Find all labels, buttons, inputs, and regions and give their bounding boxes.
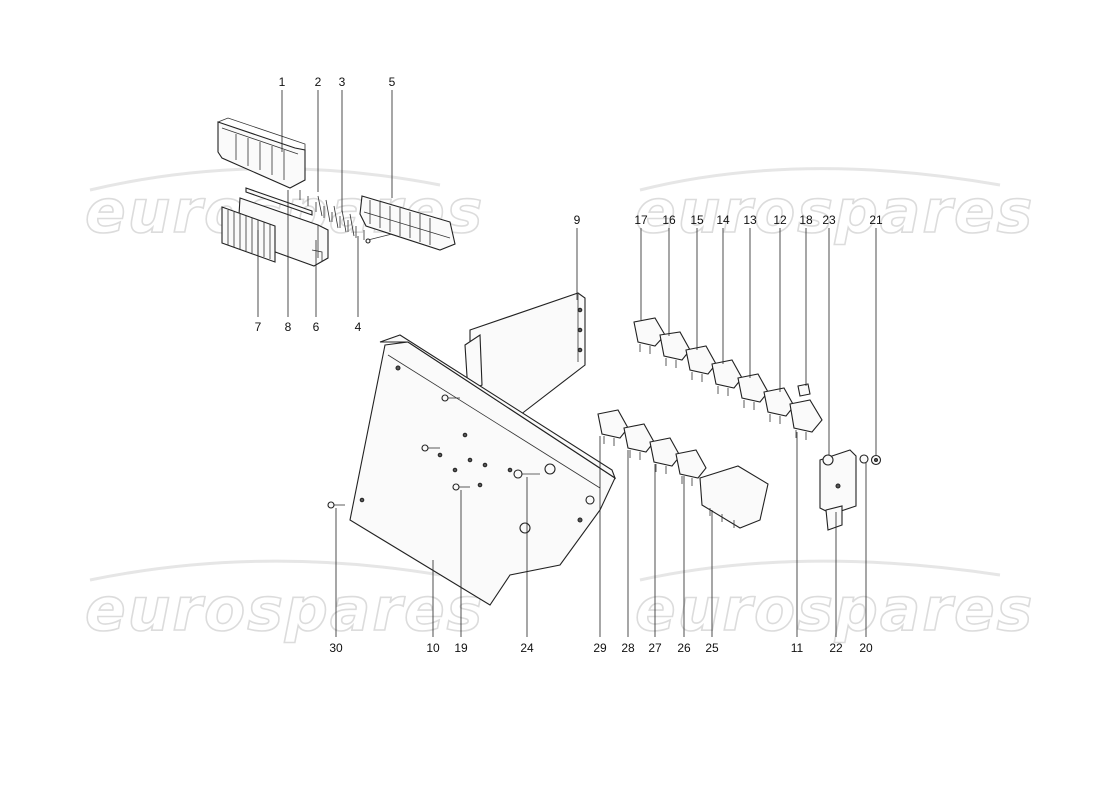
callout-5: 5 xyxy=(389,75,396,89)
callout-18: 18 xyxy=(799,213,813,227)
leader-lines xyxy=(257,90,877,637)
callout-25: 25 xyxy=(705,641,719,655)
callout-13: 13 xyxy=(743,213,757,227)
callout-2: 2 xyxy=(315,75,322,89)
callout-19: 19 xyxy=(454,641,468,655)
fuse-holder-block xyxy=(359,195,456,251)
screws xyxy=(327,394,540,509)
nuts-washers xyxy=(822,454,882,466)
callout-labels: 1 2 3 5 7 8 6 4 9 17 16 15 14 13 12 18 2… xyxy=(255,75,883,655)
callout-16: 16 xyxy=(662,213,676,227)
callout-17: 17 xyxy=(634,213,648,227)
callout-20: 20 xyxy=(859,641,873,655)
callout-23: 23 xyxy=(822,213,836,227)
small-bracket xyxy=(819,449,857,531)
callout-30: 30 xyxy=(329,641,343,655)
callout-26: 26 xyxy=(677,641,691,655)
callout-15: 15 xyxy=(690,213,704,227)
watermark-bottom-right: eurospares xyxy=(635,575,1034,645)
callout-3: 3 xyxy=(339,75,346,89)
callout-6: 6 xyxy=(313,320,320,334)
watermark-top-right: eurospares xyxy=(635,177,1034,247)
callout-11: 11 xyxy=(791,641,804,655)
callout-4: 4 xyxy=(355,320,362,334)
relay-row-lower xyxy=(597,409,769,529)
callout-8: 8 xyxy=(285,320,292,334)
callout-29: 29 xyxy=(593,641,607,655)
fuse-cover-grid xyxy=(221,206,276,263)
callout-24: 24 xyxy=(520,641,534,655)
callout-7: 7 xyxy=(255,320,262,334)
watermarks: eurospares eurospares eurospares eurospa… xyxy=(84,167,1034,646)
fuse-box-strip xyxy=(245,187,313,216)
callout-22: 22 xyxy=(829,641,843,655)
watermark-top-left: eurospares xyxy=(85,177,484,247)
main-panel xyxy=(349,334,617,606)
callout-12: 12 xyxy=(773,213,787,227)
callout-27: 27 xyxy=(648,641,662,655)
callout-21: 21 xyxy=(869,213,883,227)
watermark-bottom-left: eurospares xyxy=(85,575,484,645)
callout-10: 10 xyxy=(426,641,440,655)
fuse-clips xyxy=(299,190,393,244)
fuse-box-cover xyxy=(217,117,306,189)
callout-28: 28 xyxy=(621,641,635,655)
callout-14: 14 xyxy=(716,213,730,227)
relay-row-upper xyxy=(633,317,823,440)
callout-1: 1 xyxy=(279,75,286,89)
callout-9: 9 xyxy=(574,213,581,227)
